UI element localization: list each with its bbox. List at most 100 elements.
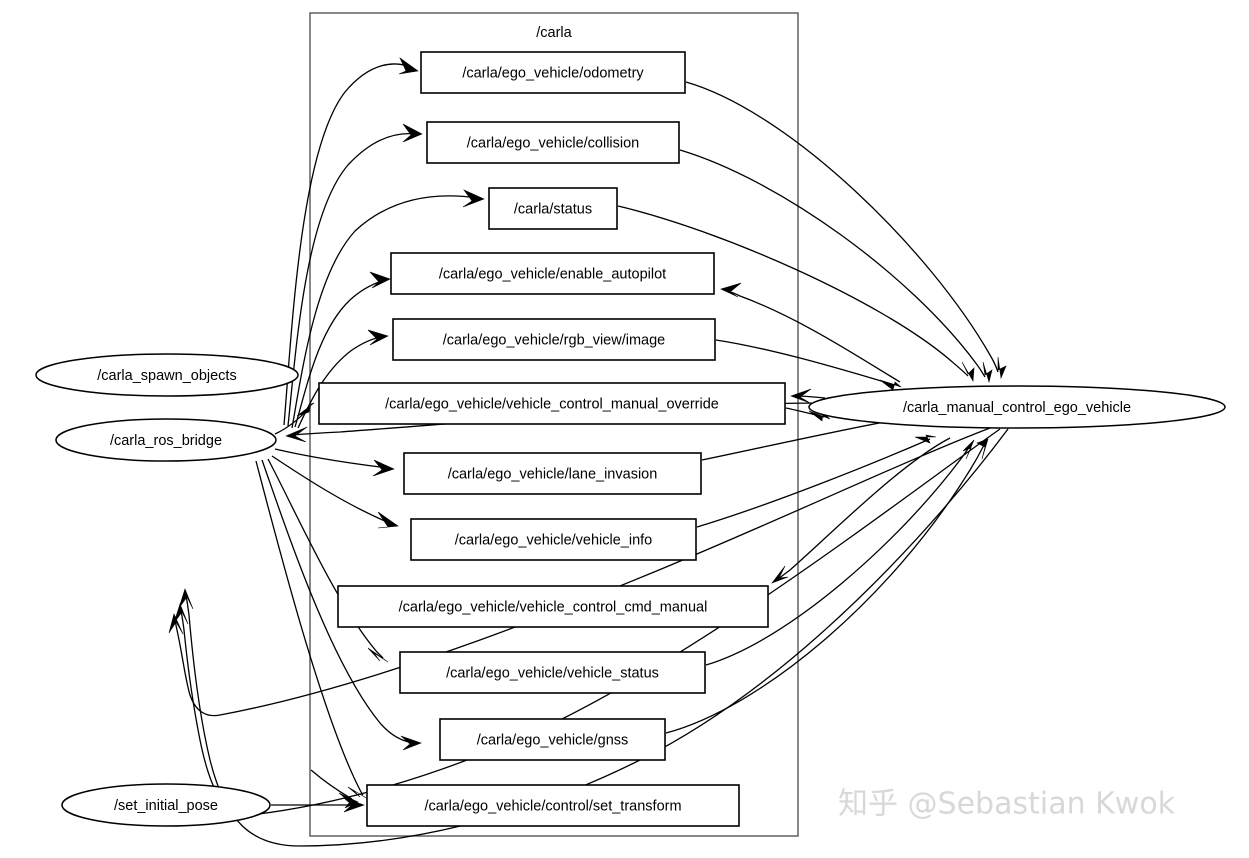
topic-node-shape[interactable] xyxy=(337,585,769,628)
cluster-carla-label: /carla xyxy=(536,25,572,41)
edge-bridge-to-rgb-view xyxy=(297,329,389,429)
topic-node-label: /carla/status xyxy=(514,201,592,217)
arrowhead-icon xyxy=(369,271,391,289)
topic-node-status[interactable]: /carla/status xyxy=(488,187,618,230)
topic-node-vehicle_control_cmd_manual[interactable]: /carla/ego_vehicle/vehicle_control_cmd_m… xyxy=(337,585,769,628)
edges-layer xyxy=(168,57,1009,847)
topic-node-shape[interactable] xyxy=(426,121,680,164)
arrowhead-icon xyxy=(462,189,485,208)
ros-node-shape[interactable] xyxy=(35,353,299,397)
edge-bridge-to-gnss xyxy=(261,459,422,751)
edge-path xyxy=(185,428,1009,847)
topic-node-label: /carla/ego_vehicle/odometry xyxy=(462,65,644,81)
edge-manual-control-to-enable-autopilot xyxy=(720,282,901,383)
arrowhead-icon xyxy=(168,613,184,635)
edge-path xyxy=(777,437,951,580)
arrowhead-icon xyxy=(367,647,389,663)
edge-bridge-to-enable-autopilot xyxy=(294,271,391,428)
topic-node-label: /carla/ego_vehicle/enable_autopilot xyxy=(439,266,666,282)
arrowhead-icon xyxy=(962,439,975,460)
watermark-label: 知乎 @Sebastian Kwok xyxy=(838,787,1176,822)
topic-node-shape[interactable] xyxy=(420,51,686,94)
topic-node-shape[interactable] xyxy=(403,452,702,495)
topic-node-odometry[interactable]: /carla/ego_vehicle/odometry xyxy=(420,51,686,94)
ros-node-label: /carla_manual_control_ego_vehicle xyxy=(903,400,1131,416)
topic-node-shape[interactable] xyxy=(318,382,786,425)
arrowhead-icon xyxy=(178,588,194,610)
cluster-layer: /carla xyxy=(309,12,799,837)
topic-node-label: /carla/ego_vehicle/gnss xyxy=(477,732,629,748)
ros-node-set_initial_pose[interactable]: /set_initial_pose xyxy=(61,783,271,827)
edge-path xyxy=(271,455,393,525)
topic-node-vehicle_info[interactable]: /carla/ego_vehicle/vehicle_info xyxy=(410,518,697,561)
ros-node-shape[interactable] xyxy=(61,783,271,827)
arrowhead-icon xyxy=(347,786,369,800)
arrowhead-icon xyxy=(961,361,975,382)
topic-node-rgb_view_image[interactable]: /carla/ego_vehicle/rgb_view/image xyxy=(392,318,716,361)
ros-node-carla_spawn_objects[interactable]: /carla_spawn_objects xyxy=(35,353,299,397)
edge-manual-control-to-cmd-manual xyxy=(771,437,951,584)
topic-node-shape[interactable] xyxy=(390,252,715,295)
topic-node-shape[interactable] xyxy=(392,318,716,361)
ros-node-shape[interactable] xyxy=(808,385,1226,429)
topic-node-vehicle_control_manual_override[interactable]: /carla/ego_vehicle/vehicle_control_manua… xyxy=(318,382,786,425)
edge-manual-control-to-bridge-2 xyxy=(168,427,991,717)
topic-node-gnss[interactable]: /carla/ego_vehicle/gnss xyxy=(439,718,666,761)
edge-status-to-manual-control xyxy=(617,205,975,382)
cluster-carla-border xyxy=(309,12,799,837)
arrowhead-icon xyxy=(173,603,189,625)
edge-path xyxy=(701,419,896,461)
arrowhead-icon xyxy=(790,388,812,404)
edge-collision-to-manual-control xyxy=(679,149,993,384)
edge-path xyxy=(294,279,386,428)
edge-bridge-to-vehicle-status xyxy=(267,458,389,663)
edge-path xyxy=(291,195,479,429)
arrowhead-icon xyxy=(372,459,395,477)
edge-path xyxy=(283,63,414,426)
topic-node-vehicle_status[interactable]: /carla/ego_vehicle/vehicle_status xyxy=(399,651,706,694)
ros-node-label: /carla_spawn_objects xyxy=(97,368,236,384)
arrowhead-icon xyxy=(879,379,902,391)
edge-path xyxy=(255,460,364,796)
topic-node-label: /carla/ego_vehicle/collision xyxy=(467,135,640,151)
topic-node-enable_autopilot[interactable]: /carla/ego_vehicle/enable_autopilot xyxy=(390,252,715,295)
arrowhead-icon xyxy=(338,792,359,809)
edge-manual-control-to-manual-override xyxy=(790,388,826,404)
ros-node-carla_manual_control_ego_vehicle[interactable]: /carla_manual_control_ego_vehicle xyxy=(808,385,1226,429)
topic-node-lane_invasion[interactable]: /carla/ego_vehicle/lane_invasion xyxy=(403,452,702,495)
nodes-layer: /carla/ego_vehicle/odometry/carla/ego_ve… xyxy=(35,51,1226,827)
edge-cluster-to-set-transform xyxy=(310,769,359,809)
edge-path xyxy=(726,290,901,383)
edge-path xyxy=(705,445,971,666)
edge-bridge-to-manual-override xyxy=(274,402,315,435)
arrowhead-icon xyxy=(914,434,937,444)
topic-node-shape[interactable] xyxy=(439,718,666,761)
edge-odometry-to-manual-control xyxy=(685,81,1007,380)
edge-path xyxy=(174,427,991,717)
arrowhead-icon xyxy=(720,282,742,298)
edge-bridge-to-set-transform xyxy=(255,460,369,800)
arrowhead-icon xyxy=(296,402,315,417)
topic-node-collision[interactable]: /carla/ego_vehicle/collision xyxy=(426,121,680,164)
topic-node-shape[interactable] xyxy=(399,651,706,694)
arrowhead-icon xyxy=(402,123,423,143)
topic-node-shape[interactable] xyxy=(366,784,740,827)
topic-node-label: /carla/ego_vehicle/vehicle_control_manua… xyxy=(385,396,719,412)
edge-vehicle-status-to-manual-control xyxy=(705,439,975,666)
edge-path xyxy=(685,81,999,373)
arrowhead-icon xyxy=(398,57,419,75)
ros-node-carla_ros_bridge[interactable]: /carla_ros_bridge xyxy=(55,418,277,462)
topic-node-label: /carla/ego_vehicle/lane_invasion xyxy=(448,466,658,482)
edge-path xyxy=(715,339,896,386)
edge-path xyxy=(297,336,383,429)
topic-node-label: /carla/ego_vehicle/control/set_transform xyxy=(424,798,681,814)
ros-node-shape[interactable] xyxy=(55,418,277,462)
topic-node-label: /carla/ego_vehicle/rgb_view/image xyxy=(443,332,665,348)
topic-node-set_transform[interactable]: /carla/ego_vehicle/control/set_transform xyxy=(366,784,740,827)
topic-node-shape[interactable] xyxy=(488,187,618,230)
topic-node-shape[interactable] xyxy=(410,518,697,561)
edge-bridge-to-vehicle-info xyxy=(271,455,399,529)
edge-bridge-to-status xyxy=(291,189,485,429)
